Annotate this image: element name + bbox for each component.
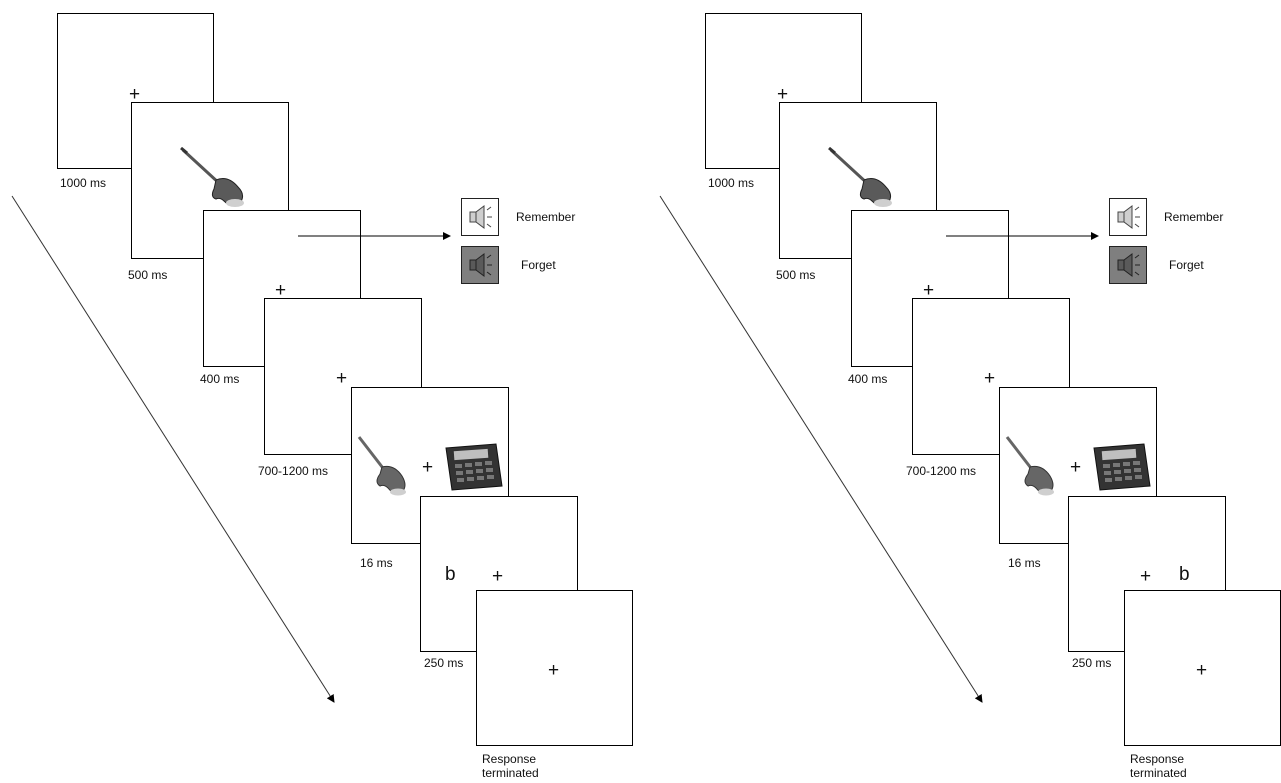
guitar-image [357,436,406,496]
duration-label-6: 250 ms [1072,656,1112,670]
fixation-cross: + [422,457,434,478]
calculator-image [1093,443,1151,491]
trial-sequence-panel-left: + 1000 ms 500 ms + 400 ms Remember [0,0,640,783]
fixation-cross: + [1070,457,1082,478]
fixation-cross: + [984,368,996,389]
speaker-icon [461,198,499,236]
duration-label-2: 500 ms [776,268,816,282]
legend-forget-label: Forget [1169,258,1204,272]
fixation-cross: + [336,368,348,389]
speaker-icon [1109,198,1147,236]
fixation-cross: + [275,280,287,301]
frame-7: + [476,590,633,746]
legend-remember-label: Remember [516,210,576,224]
duration-label-1: 1000 ms [60,176,107,190]
duration-label-7: Response terminated [1130,752,1187,780]
fixation-cross: + [129,84,141,105]
time-arrow [11,195,335,703]
fixation-cross: + [1196,660,1208,681]
guitar-image [180,147,244,207]
probe-letter: b [1179,564,1190,585]
frame-7: + [1124,590,1281,746]
fixation-cross: + [1140,566,1152,587]
duration-label-3: 400 ms [848,372,888,386]
fixation-cross: + [923,280,935,301]
fixation-cross: + [492,566,504,587]
duration-label-3: 400 ms [200,372,240,386]
time-arrow [659,195,983,703]
duration-label-5: 16 ms [1008,556,1041,570]
duration-label-6: 250 ms [424,656,464,670]
duration-label-4: 700-1200 ms [906,464,977,478]
duration-label-2: 500 ms [128,268,168,282]
speaker-icon [1109,246,1147,284]
timeline-lines [659,195,983,703]
legend-forget-label: Forget [521,258,556,272]
duration-label-1: 1000 ms [708,176,755,190]
legend-remember-label: Remember [1164,210,1224,224]
fixation-cross: + [548,660,560,681]
calculator-image [445,443,503,491]
duration-label-5: 16 ms [360,556,393,570]
duration-label-4: 700-1200 ms [258,464,329,478]
guitar-image [828,147,892,207]
fixation-cross: + [777,84,789,105]
duration-label-7: Response terminated [482,752,539,780]
trial-sequence-panel-right: + 1000 ms 500 ms + 400 ms Remember [648,0,1281,783]
speaker-icon [461,246,499,284]
probe-letter: b [445,564,456,585]
guitar-image [1005,436,1054,496]
timeline-lines [11,195,335,703]
